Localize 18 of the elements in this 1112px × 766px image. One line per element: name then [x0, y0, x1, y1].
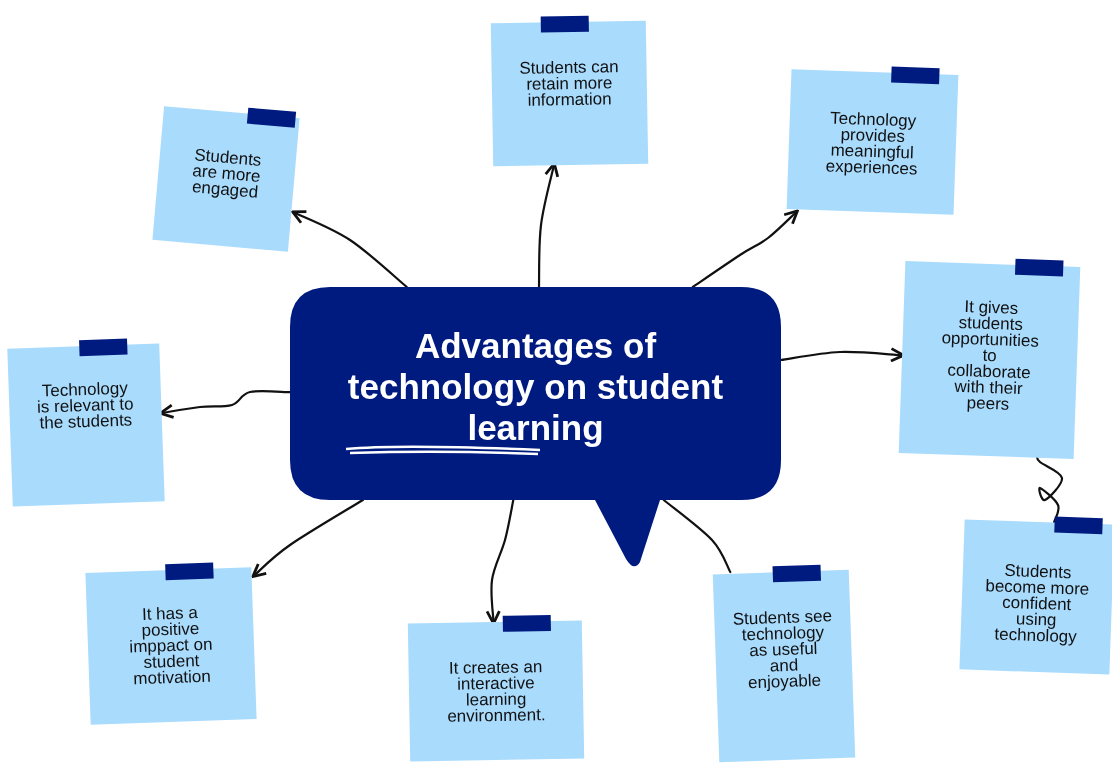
sticky-note: [898, 261, 1081, 459]
curved-arrow: [485, 498, 515, 625]
curved-arrow: [251, 498, 364, 578]
note-text: It has a positive imppact on student motivation: [128, 604, 214, 688]
note-text: It creates an interactive learning environment.: [446, 658, 547, 726]
curved-arrow: [691, 209, 799, 289]
note-text: Technology provides meaningful experiences: [824, 109, 919, 179]
sticky-note: [959, 519, 1112, 675]
note-text: Students become more confident using technology: [984, 562, 1091, 646]
note-text: Students see technology as useful and enjoyable: [732, 608, 834, 692]
note-text: Students can retain more information: [518, 59, 620, 109]
sticky-note: [786, 69, 959, 215]
note-text: Students are more engaged: [190, 147, 264, 201]
note-text: It gives students opportunities to collaborate with their peers: [940, 298, 1041, 414]
note-text: Technology is relevant to the students: [35, 380, 135, 432]
title-text: Advantages of technology on student learning: [346, 325, 725, 448]
curved-arrow: [291, 210, 408, 289]
curved-arrow: [159, 390, 292, 419]
